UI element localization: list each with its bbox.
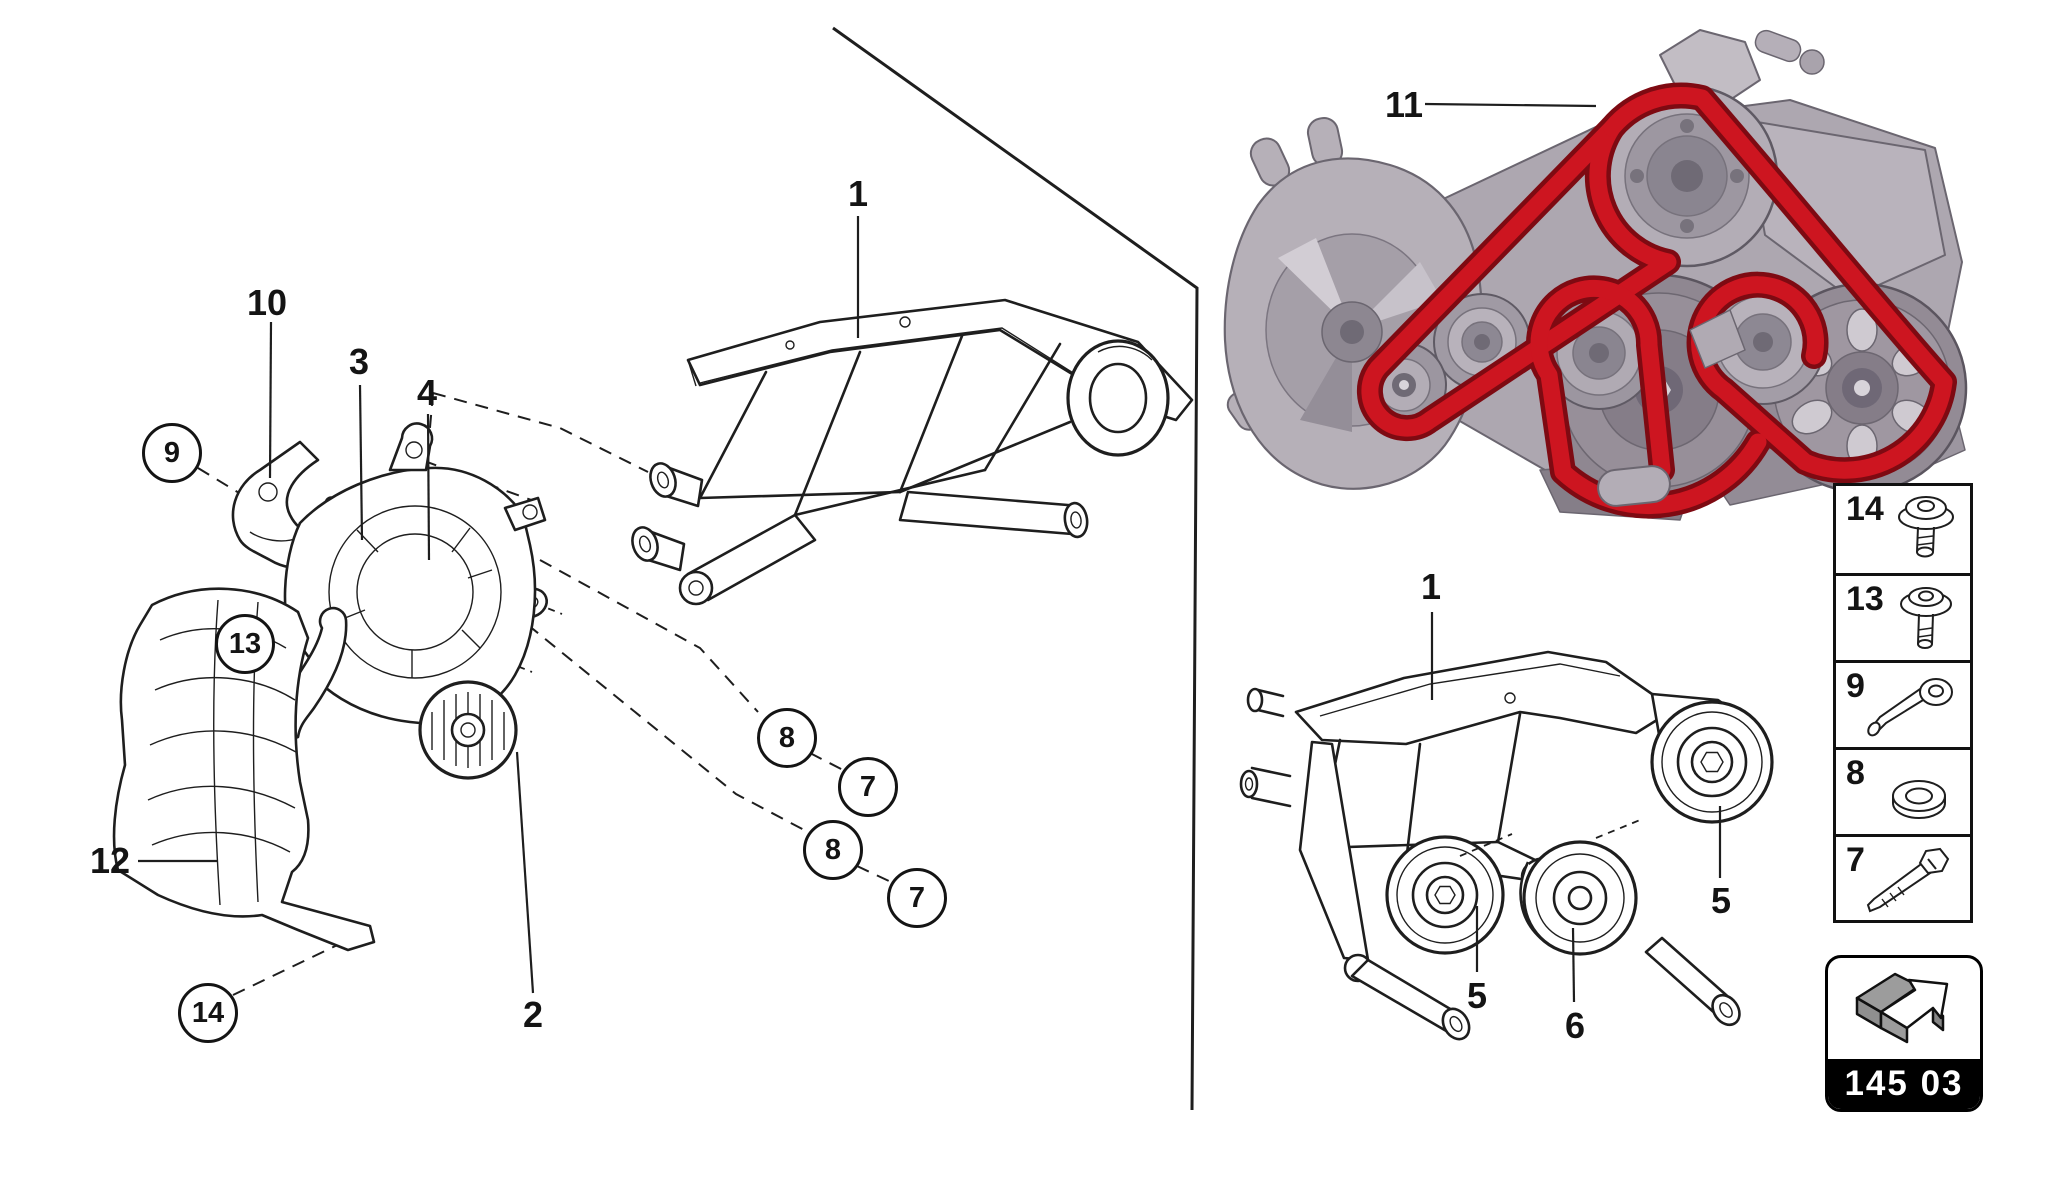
legend-row-14[interactable]: 14 [1836, 486, 1970, 573]
belt-direction-arrow-icon [1855, 972, 1949, 1044]
pump-pulley-render [1595, 84, 1779, 268]
callout-1-assembled[interactable]: 1 [1420, 566, 1442, 607]
callout-circle-13[interactable]: 13 [215, 614, 275, 674]
flanged-torx-screw-icon [1898, 496, 1954, 558]
flanged-torx-screw-icon [1900, 587, 1952, 649]
callout-circle-7b[interactable]: 7 [887, 868, 947, 928]
callout-1[interactable]: 1 [847, 173, 869, 214]
legend-row-9[interactable]: 9 [1836, 660, 1970, 747]
section-code: 145 03 [1844, 1064, 1964, 1103]
callout-10[interactable]: 10 [246, 282, 288, 323]
callout-4[interactable]: 4 [416, 372, 438, 413]
alternator-drawing [281, 422, 547, 780]
support-bracket-drawing [631, 298, 1194, 606]
callout-circle-7a[interactable]: 7 [838, 757, 898, 817]
fastener-legend: 14 13 [1833, 483, 1973, 923]
legend-number: 8 [1846, 754, 1865, 792]
callout-circle-8b[interactable]: 8 [803, 820, 863, 880]
section-code-box[interactable]: 145 03 [1825, 955, 1983, 1112]
legend-number: 9 [1846, 667, 1865, 705]
callout-circle-14[interactable]: 14 [178, 983, 238, 1043]
callout-2[interactable]: 2 [522, 994, 544, 1035]
button-head-bolt-icon [1867, 678, 1953, 737]
legend-row-7[interactable]: 7 [1836, 834, 1970, 921]
legend-number: 7 [1846, 841, 1865, 879]
washer-icon [1892, 780, 1946, 819]
callout-5-right[interactable]: 5 [1710, 880, 1732, 921]
exploded-view-drawing [112, 216, 1194, 996]
drive-belt-render [1356, 82, 1957, 519]
legend-row-8[interactable]: 8 [1836, 747, 1970, 834]
section-code-band: 145 03 [1828, 1059, 1980, 1109]
assembled-unit-drawing [1239, 612, 1774, 1041]
callout-circle-9[interactable]: 9 [142, 423, 202, 483]
section-divider-line [832, 26, 1199, 1111]
callout-circle-8a[interactable]: 8 [757, 708, 817, 768]
callout-11[interactable]: 11 [1384, 84, 1424, 125]
callout-6[interactable]: 6 [1564, 1005, 1586, 1046]
legend-number: 14 [1846, 490, 1884, 528]
belt-drive-render [1223, 29, 1968, 521]
legend-row-13[interactable]: 13 [1836, 573, 1970, 660]
legend-number: 13 [1846, 580, 1884, 618]
callout-5-bottom[interactable]: 5 [1466, 975, 1488, 1016]
callout-12[interactable]: 12 [89, 840, 131, 881]
heat-shield-drawing [112, 587, 376, 952]
callout-leader-lines [138, 216, 860, 994]
callout-3[interactable]: 3 [348, 341, 370, 382]
hex-bolt-icon [1866, 847, 1950, 913]
